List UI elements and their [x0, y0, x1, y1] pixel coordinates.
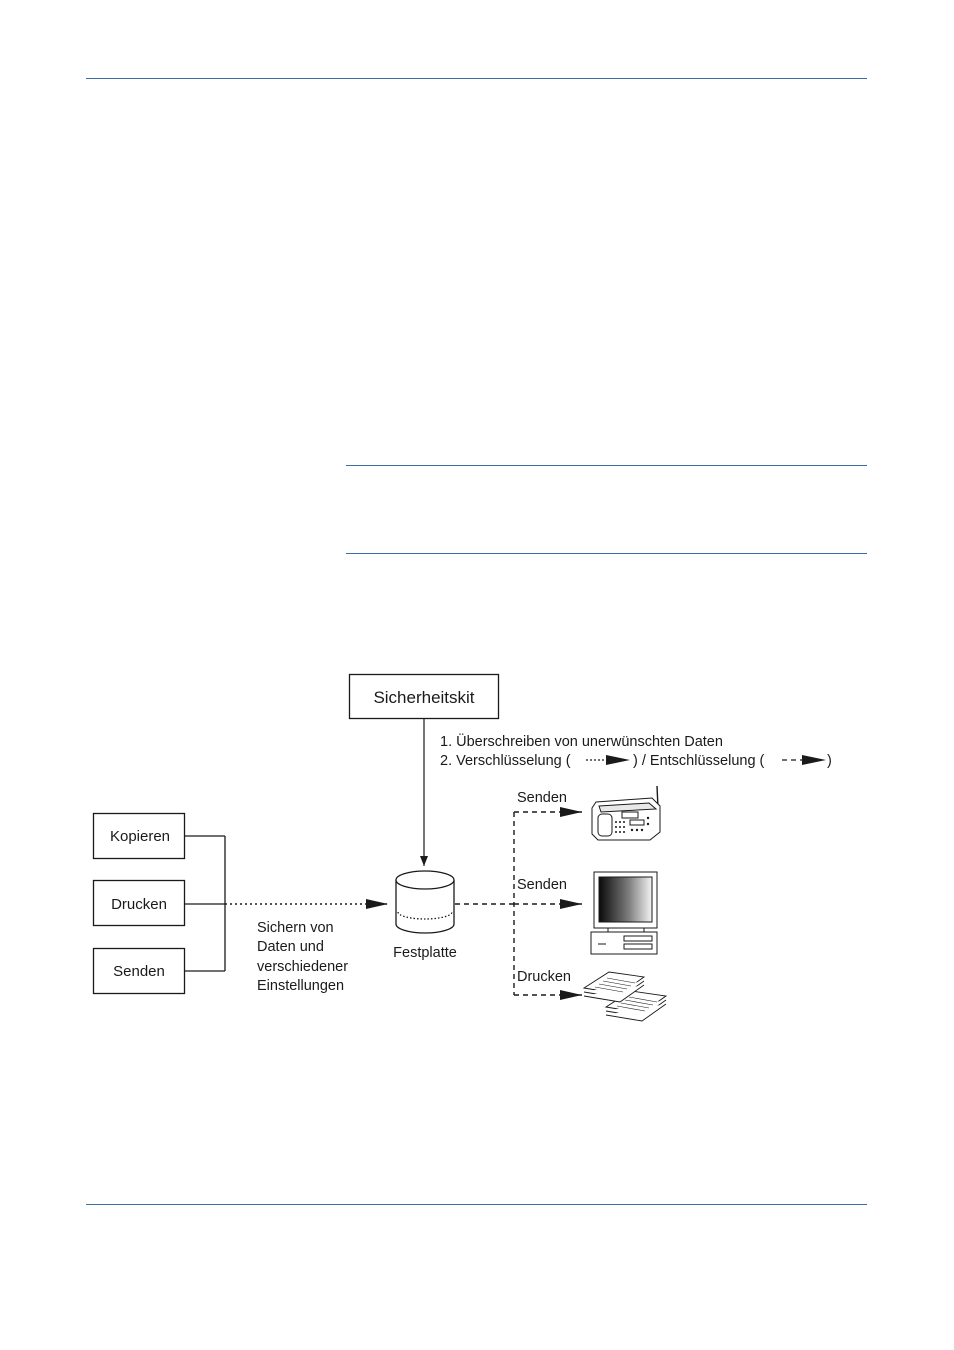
note-bottom-rule: [346, 553, 867, 554]
input-send-label: Senden: [113, 963, 165, 980]
input-send-box: Senden: [92, 947, 186, 995]
store-caption-line2: Daten und: [257, 939, 324, 955]
input-copy-box: Kopieren: [92, 812, 186, 860]
footer-rule: [86, 1204, 867, 1205]
note-top-rule: [346, 465, 867, 466]
function-encrypt-part1: 2. Verschlüsselung (: [440, 753, 571, 769]
security-kit-label: Sicherheitskit: [373, 688, 474, 707]
output-dashed-connector: [455, 812, 515, 995]
paper-stack-icon: [582, 971, 668, 1022]
function-overwrite: 1. Überschreiben von unerwünschten Daten: [440, 732, 723, 750]
dotted-arrow-legend-icon: [586, 755, 630, 765]
function-encrypt-part3: ): [827, 753, 832, 769]
output-label-send-fax: Senden: [517, 790, 567, 806]
header-rule: [86, 78, 867, 79]
hard-disk-label: Festplatte: [393, 945, 457, 961]
input-bracket-connector: [185, 835, 226, 972]
store-caption-line4: Einstellungen: [257, 978, 344, 994]
output-label-send-computer: Senden: [517, 877, 567, 893]
hard-disk-icon: [395, 870, 455, 934]
input-copy-label: Kopieren: [110, 828, 170, 845]
function-encrypt-part2: ) / Entschlüsselung (: [633, 753, 765, 769]
input-print-box: Drucken: [92, 879, 186, 927]
computer-icon: [590, 871, 658, 955]
store-caption-line1: Sichern von: [257, 920, 334, 936]
dashed-arrow-legend-icon: [782, 755, 826, 765]
output-label-print: Drucken: [517, 969, 571, 985]
fax-icon: [591, 785, 661, 841]
security-kit-box: Sicherheitskit: [348, 673, 500, 720]
input-print-label: Drucken: [111, 896, 167, 913]
store-caption-line3: verschiedener: [257, 959, 348, 975]
